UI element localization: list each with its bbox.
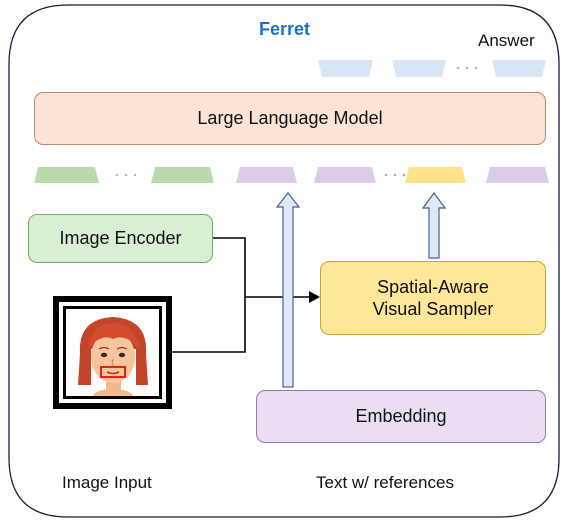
input-image [53,296,172,409]
sampler-label-line1: Spatial-Aware [377,277,489,297]
answer-ellipsis [456,66,478,70]
region-box [100,366,126,378]
image-input-label: Image Input [62,473,152,492]
image-connector [172,297,246,353]
text-token [314,167,376,183]
answer-token [318,60,373,77]
image-encoder-label: Image Encoder [59,228,182,248]
sampler-label-line2: Visual Sampler [372,299,494,319]
answer-label: Answer [478,31,535,50]
llm-label: Large Language Model [197,108,383,128]
embedding-box: Embedding [256,390,546,443]
visual-sampler-box: Spatial-Aware Visual Sampler [320,261,546,335]
face-illustration [66,309,159,396]
text-token-ellipsis [384,173,406,177]
image-token-ellipsis [115,173,137,177]
region-token [405,167,466,183]
text-token [486,167,549,183]
sampler-up-arrow [421,191,447,259]
answer-token [492,60,546,77]
ferret-frame [8,4,560,518]
answer-token [392,60,446,77]
image-token [34,167,99,183]
image-encoder-box: Image Encoder [28,214,213,263]
embedding-up-arrow [275,192,301,388]
llm-box: Large Language Model [34,92,546,145]
embedding-label: Embedding [355,406,447,426]
encoder-connector [213,237,246,297]
image-token [151,167,214,183]
sampler-arrowhead [309,291,320,303]
text-token [236,167,297,183]
diagram-title: Ferret [258,19,311,39]
text-references-label: Text w/ references [316,473,454,492]
